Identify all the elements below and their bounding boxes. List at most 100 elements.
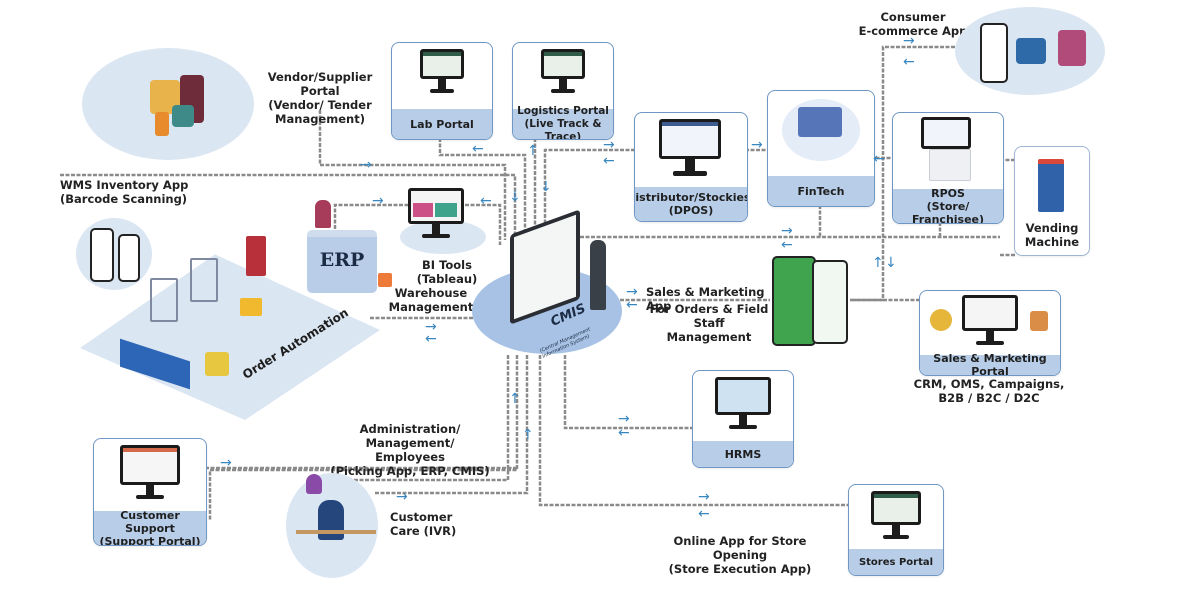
arrow-up-icon: ↑ — [872, 255, 884, 271]
connector-vendor — [318, 110, 507, 240]
monitor-icon — [541, 49, 585, 97]
sales-portal-card[interactable]: Sales & Marketing Portal — [919, 290, 1061, 376]
bi-tools-label: BI Tools (Tableau) — [416, 258, 478, 286]
arrow-right-icon: → — [626, 284, 638, 300]
calculator-icon — [378, 273, 392, 287]
connector-wms — [60, 173, 517, 240]
monitor-icon — [659, 119, 721, 177]
conveyor-icon — [240, 298, 262, 316]
distributor-card[interactable]: Distributor/Stockiest (DPOS) — [634, 112, 748, 222]
sales-portal-description: CRM, OMS, Campaigns, B2B / B2C / D2C — [913, 377, 1065, 405]
vending-machine-card[interactable]: Vending Machine — [1014, 146, 1090, 256]
administration-label[interactable]: Administration/ Management/ Employees (P… — [330, 422, 490, 478]
arrow-left-icon: ← — [698, 506, 710, 522]
connector-stores — [538, 355, 848, 507]
pos-terminal-icon — [921, 117, 977, 181]
arrow-down-icon: ↓ — [540, 179, 552, 195]
person-tablet-icon — [590, 240, 606, 310]
hrms-card[interactable]: HRMS — [692, 370, 794, 468]
arrow-right-icon: → — [698, 489, 710, 505]
vendor-portal-label[interactable]: Vendor/Supplier Portal (Vendor/ Tender M… — [267, 70, 373, 126]
customer-care-label: Customer Care (IVR) — [390, 510, 457, 538]
arrow-right-icon: → — [220, 455, 232, 471]
connector-admin-2 — [320, 355, 510, 482]
lab-equipment-icon — [172, 105, 194, 127]
monitor-icon — [962, 295, 1018, 349]
monitor-icon — [715, 377, 771, 433]
phone-icon — [118, 234, 140, 282]
person-laptop-icon — [315, 200, 331, 228]
arrow-right-icon: → — [903, 33, 915, 49]
forklift-icon — [205, 352, 229, 376]
lab-portal-card[interactable]: Lab Portal — [391, 42, 493, 140]
store-app-label[interactable]: Online App for Store Opening (Store Exec… — [668, 534, 812, 576]
arrow-right-icon: → — [425, 319, 437, 335]
sales-portal-label: Sales & Marketing Portal — [920, 352, 1060, 375]
erp-label: ERP — [319, 249, 365, 271]
arrow-up-icon: ↑ — [509, 391, 521, 407]
arrow-right-icon: → — [396, 489, 408, 505]
vending-machine-icon — [1038, 159, 1064, 212]
shelf-icon — [246, 236, 266, 276]
arrow-left-icon: ← — [903, 54, 915, 70]
logistics-portal-card[interactable]: Logistics Portal (Live Track & Trace) — [512, 42, 614, 140]
arrow-left-icon: ← — [472, 141, 484, 157]
vending-machine-label: Vending Machine — [1024, 221, 1080, 249]
rpos-label: RPOS (Store/ Franchisee) — [893, 187, 1003, 223]
monitor-icon — [120, 445, 180, 505]
phone-icon — [980, 23, 1008, 83]
monitor-icon — [420, 49, 464, 97]
monitor-icon — [871, 491, 921, 545]
sales-app-phone-icon — [812, 260, 848, 344]
rpos-card[interactable]: RPOS (Store/ Franchisee) — [892, 112, 1004, 224]
customer-support-card[interactable]: Customer Support (Support Portal) — [93, 438, 207, 546]
caller-icon — [306, 474, 322, 494]
wms-app-illustration — [76, 218, 152, 290]
connector-distributor — [543, 148, 635, 240]
connector-care — [375, 355, 529, 495]
sales-app-label[interactable]: Sales & Marketing App — [646, 285, 765, 313]
arrow-down-icon: ↓ — [509, 189, 521, 205]
connector-admin — [208, 355, 519, 520]
arrow-left-icon: ← — [603, 153, 615, 169]
arrow-left-icon: ← — [626, 297, 638, 313]
arrow-right-icon: → — [618, 411, 630, 427]
arrow-right-icon: → — [603, 137, 615, 153]
fintech-card[interactable]: FinTech — [767, 90, 875, 207]
arrow-right-icon: → — [751, 137, 763, 153]
shelf-icon — [190, 258, 218, 302]
arrow-left-icon: ← — [618, 425, 630, 441]
arrow-left-icon: ← — [480, 193, 492, 209]
coins-icon — [930, 309, 952, 331]
arrow-right-icon: → — [372, 193, 384, 209]
stores-portal-card[interactable]: Stores Portal — [848, 484, 944, 576]
fintech-label: FinTech — [768, 176, 874, 206]
hrms-label: HRMS — [693, 441, 793, 467]
connector-lab — [438, 138, 527, 240]
arrow-up-icon: ↑ — [522, 427, 534, 443]
arrow-left-icon: ← — [781, 237, 793, 253]
laptop-icon — [798, 107, 842, 137]
arrow-left-icon: ← — [425, 331, 437, 347]
shopper-icon — [1016, 38, 1046, 64]
sales-app-sub-label: For Orders & Field Staff Management — [649, 302, 769, 344]
warehouse-management-label[interactable]: Warehouse Management — [388, 286, 474, 314]
wms-app-label[interactable]: WMS Inventory App (Barcode Scanning) — [60, 178, 189, 206]
bi-tools-monitor-icon[interactable] — [408, 188, 464, 248]
lab-portal-label: Lab Portal — [392, 109, 492, 139]
sales-app-phone-icon[interactable] — [772, 256, 816, 346]
connector-hrms — [563, 355, 693, 430]
arrow-down-icon: ↓ — [885, 255, 897, 271]
distributor-label: Distributor/Stockiest (DPOS) — [635, 187, 747, 221]
shelf-icon — [150, 278, 178, 322]
stores-portal-label: Stores Portal — [849, 549, 943, 575]
arrow-left-icon: ← — [873, 151, 885, 167]
desk-icon — [296, 530, 376, 534]
erp-box[interactable]: ERP — [307, 230, 377, 293]
phone-icon — [90, 228, 114, 282]
lab-equipment-icon — [155, 112, 169, 136]
consumer-app-label[interactable]: Consumer E-commerce App — [858, 10, 968, 38]
arrow-right-icon: → — [360, 157, 372, 173]
arrow-up-icon: ↑ — [527, 143, 539, 159]
